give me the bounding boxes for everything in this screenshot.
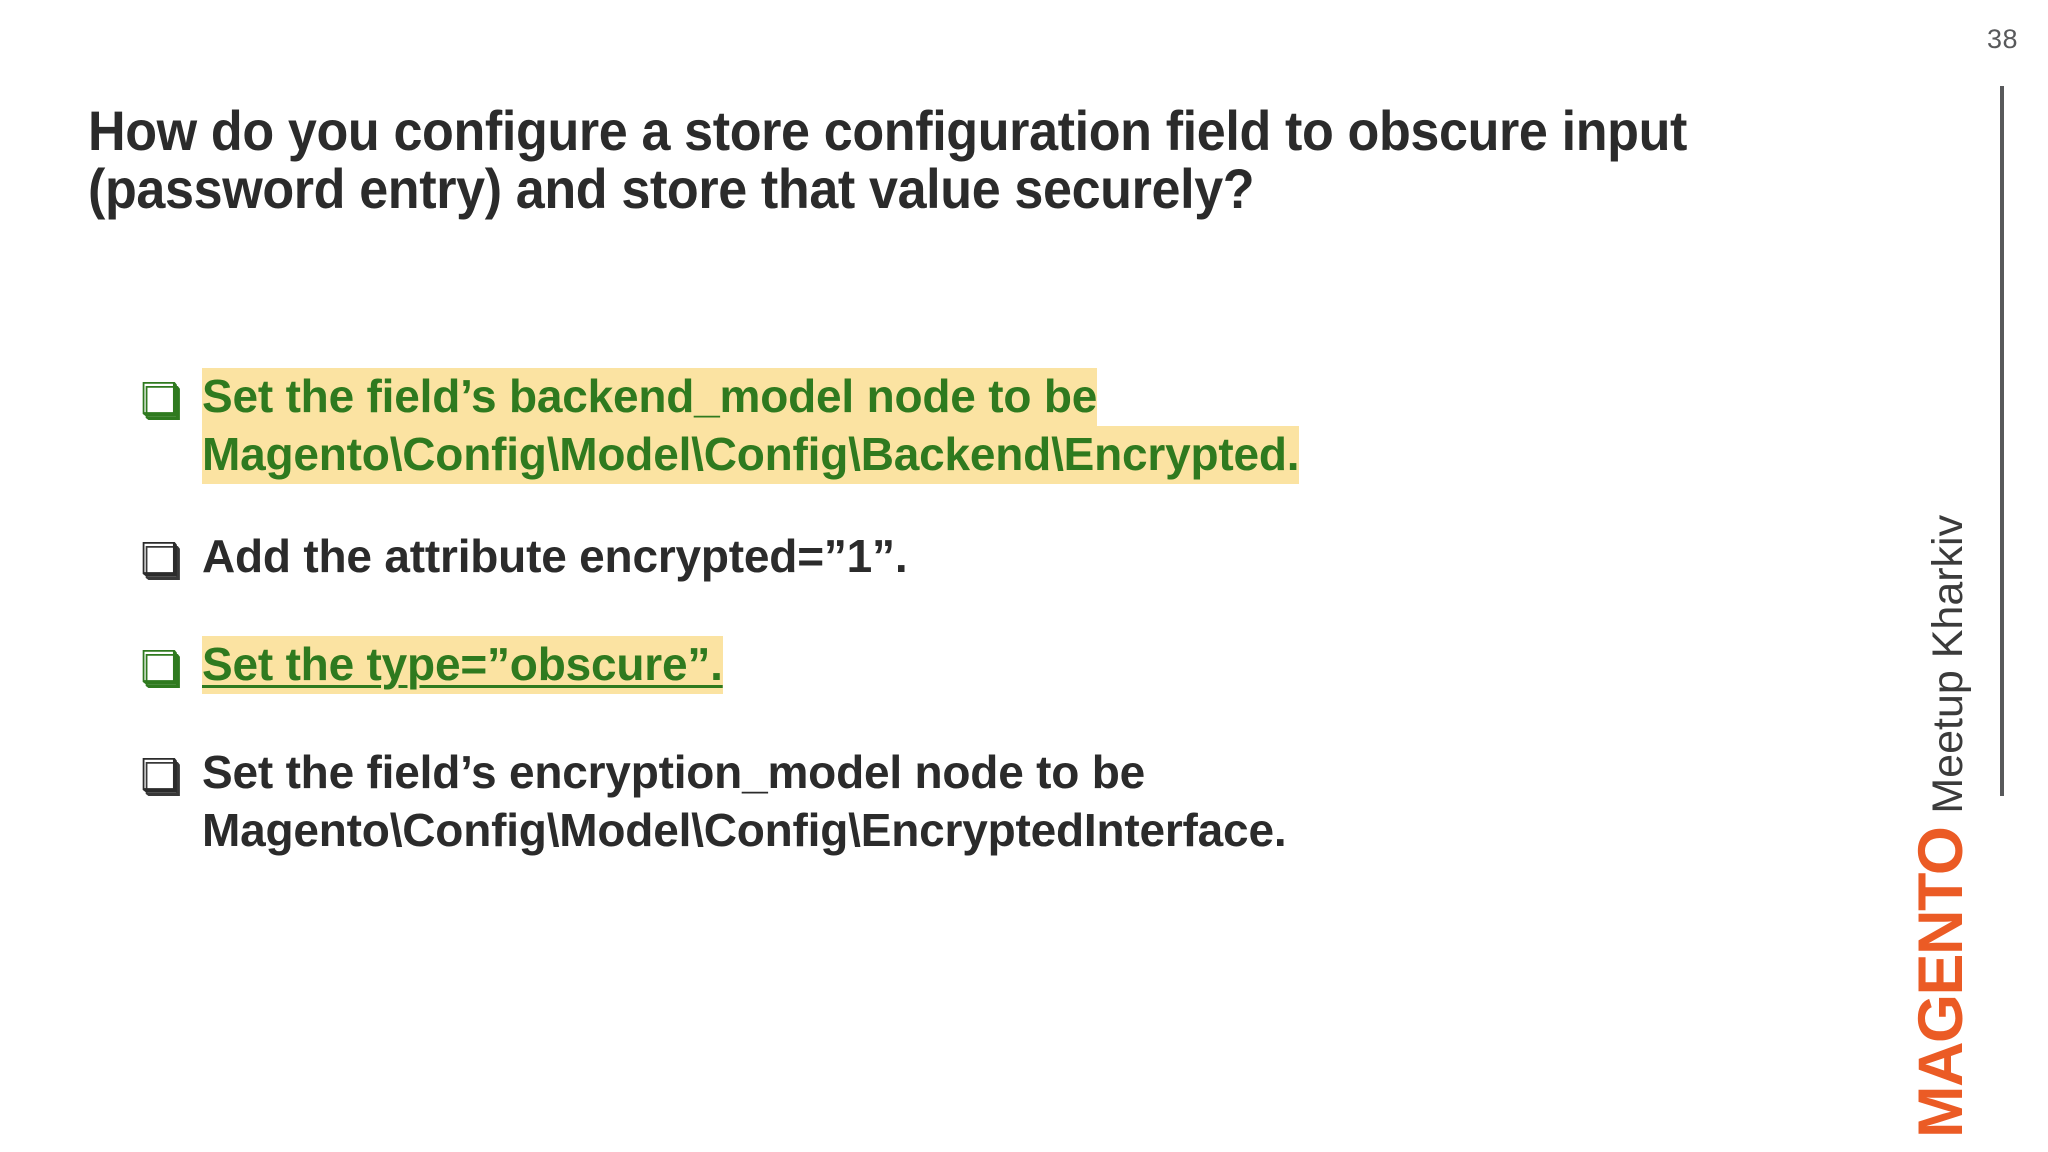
list-item: ❑ Add the attribute encrypted=”1”. [140,528,1780,592]
bullet-1-line-2: Magento\Config\Model\Config\Backend\Encr… [202,425,1300,484]
brand-lockup: MAGENTO Meetup Kharkiv [1906,515,2040,1138]
list-item: ❑ Set the type=”obscure”. [140,635,1780,700]
list-item-text: Set the field’s encryption_model node to… [202,744,1780,860]
bullet-3-line-1: Set the type=”obscure”. [202,635,723,694]
bullet-1-line-1: Set the field’s backend_model node to be [202,368,1097,426]
vertical-divider-rule [2000,86,2004,796]
slide-title: How do you configure a store configurati… [88,98,1799,220]
checkbox-bullet-icon: ❑ [140,533,180,585]
bullet-4-line-2: Magento\Config\Model\Config\EncryptedInt… [202,803,1287,856]
list-item-text: Set the type=”obscure”. [202,635,1780,694]
page-number: 38 [1986,24,2018,54]
list-item: ❑ Set the field’s encryption_model node … [140,744,1780,860]
bullet-2-line-1: Add the attribute encrypted=”1”. [202,529,908,582]
checkbox-bullet-icon: ❑ [140,374,180,425]
slide-title-line-2: input (password entry) and store that va… [88,98,1688,220]
bullet-list: ❑ Set the field’s backend_model node to … [140,368,1780,860]
brand-lockup-rotated: MAGENTO Meetup Kharkiv [1906,515,2040,1138]
list-item-text: Add the attribute encrypted=”1”. [202,528,1780,586]
checkbox-bullet-icon: ❑ [140,749,180,801]
checkbox-bullet-icon: ❑ [140,641,180,693]
bullet-4-line-1: Set the field’s encryption_model node to… [202,745,1146,798]
magento-wordmark: MAGENTO [1906,827,1976,1138]
list-item: ❑ Set the field’s backend_model node to … [140,368,1780,484]
meetup-kharkiv-label: Meetup Kharkiv [1924,514,1972,814]
slide-title-line-1: How do you configure a store configurati… [88,98,1548,162]
list-item-text: Set the field’s backend_model node to be… [202,368,1780,484]
